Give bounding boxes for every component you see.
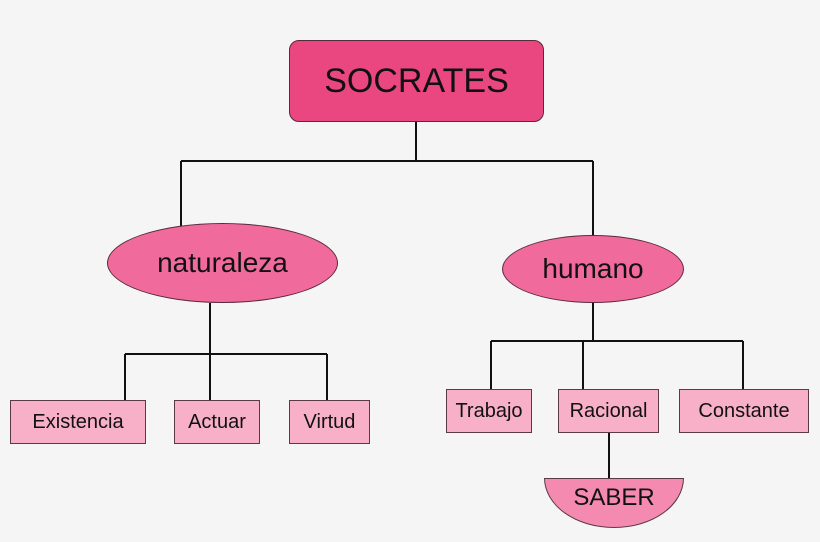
branch-node-humano: humano <box>502 235 684 303</box>
leaf-node-trabajo: Trabajo <box>446 389 532 433</box>
half-circle-node-saber: SABER <box>544 478 684 528</box>
root-label: SOCRATES <box>324 61 509 100</box>
branch-label-naturaleza: naturaleza <box>157 247 288 278</box>
leaf-node-racional: Racional <box>558 389 659 433</box>
leaf-node-virtud: Virtud <box>289 400 370 444</box>
leaf-label-existencia: Existencia <box>32 410 124 433</box>
leaf-label-racional: Racional <box>569 399 648 422</box>
branch-label-humano: humano <box>542 253 644 284</box>
half-circle-label-saber: SABER <box>573 484 655 511</box>
leaf-node-constante: Constante <box>679 389 809 433</box>
root-node-socrates: SOCRATES <box>289 40 544 122</box>
branch-node-naturaleza: naturaleza <box>107 223 338 303</box>
leaf-label-constante: Constante <box>698 399 790 422</box>
leaf-node-actuar: Actuar <box>174 400 260 444</box>
leaf-node-existencia: Existencia <box>10 400 146 444</box>
leaf-label-virtud: Virtud <box>303 410 356 433</box>
leaf-label-actuar: Actuar <box>188 410 246 433</box>
leaf-label-trabajo: Trabajo <box>455 399 523 422</box>
